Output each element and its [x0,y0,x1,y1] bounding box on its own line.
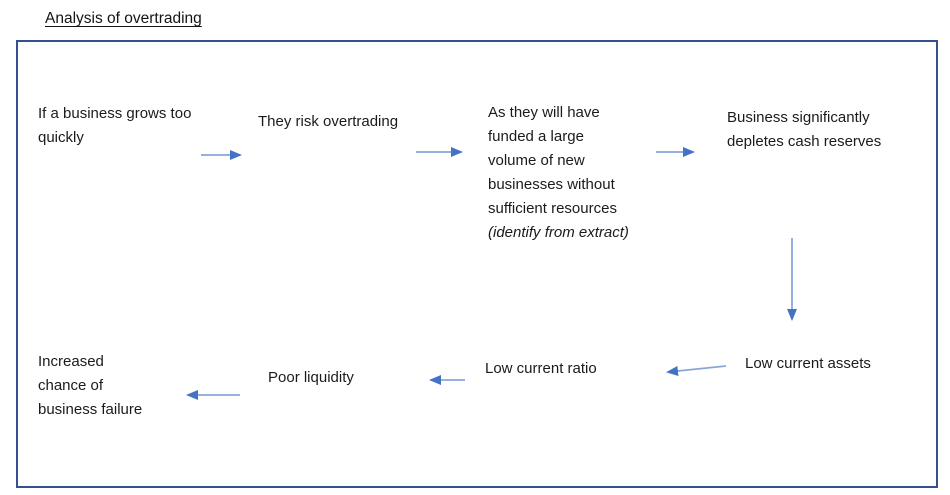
node-risk-overtrading: They risk overtrading [258,113,399,130]
node-funded-without-resources: As they will have funded a large volume … [488,101,631,245]
node-low-current-assets: Low current assets [745,355,871,372]
page-title: Analysis of overtrading [45,10,202,27]
node-poor-liquidity: Poor liquidity [268,369,354,386]
node-funded-text: As they will have funded a large volume … [488,104,617,217]
diagram-frame [16,40,938,488]
node-depletes-cash-reserves: Business significantly depletes cash res… [727,109,882,150]
node-increased-business-failure: Increased chance of business failure [38,353,143,418]
node-grows-too-quickly: If a business grows too quickly [38,105,192,146]
node-funded-italic-note: (identify from extract) [488,224,629,241]
node-low-current-ratio: Low current ratio [485,360,597,377]
